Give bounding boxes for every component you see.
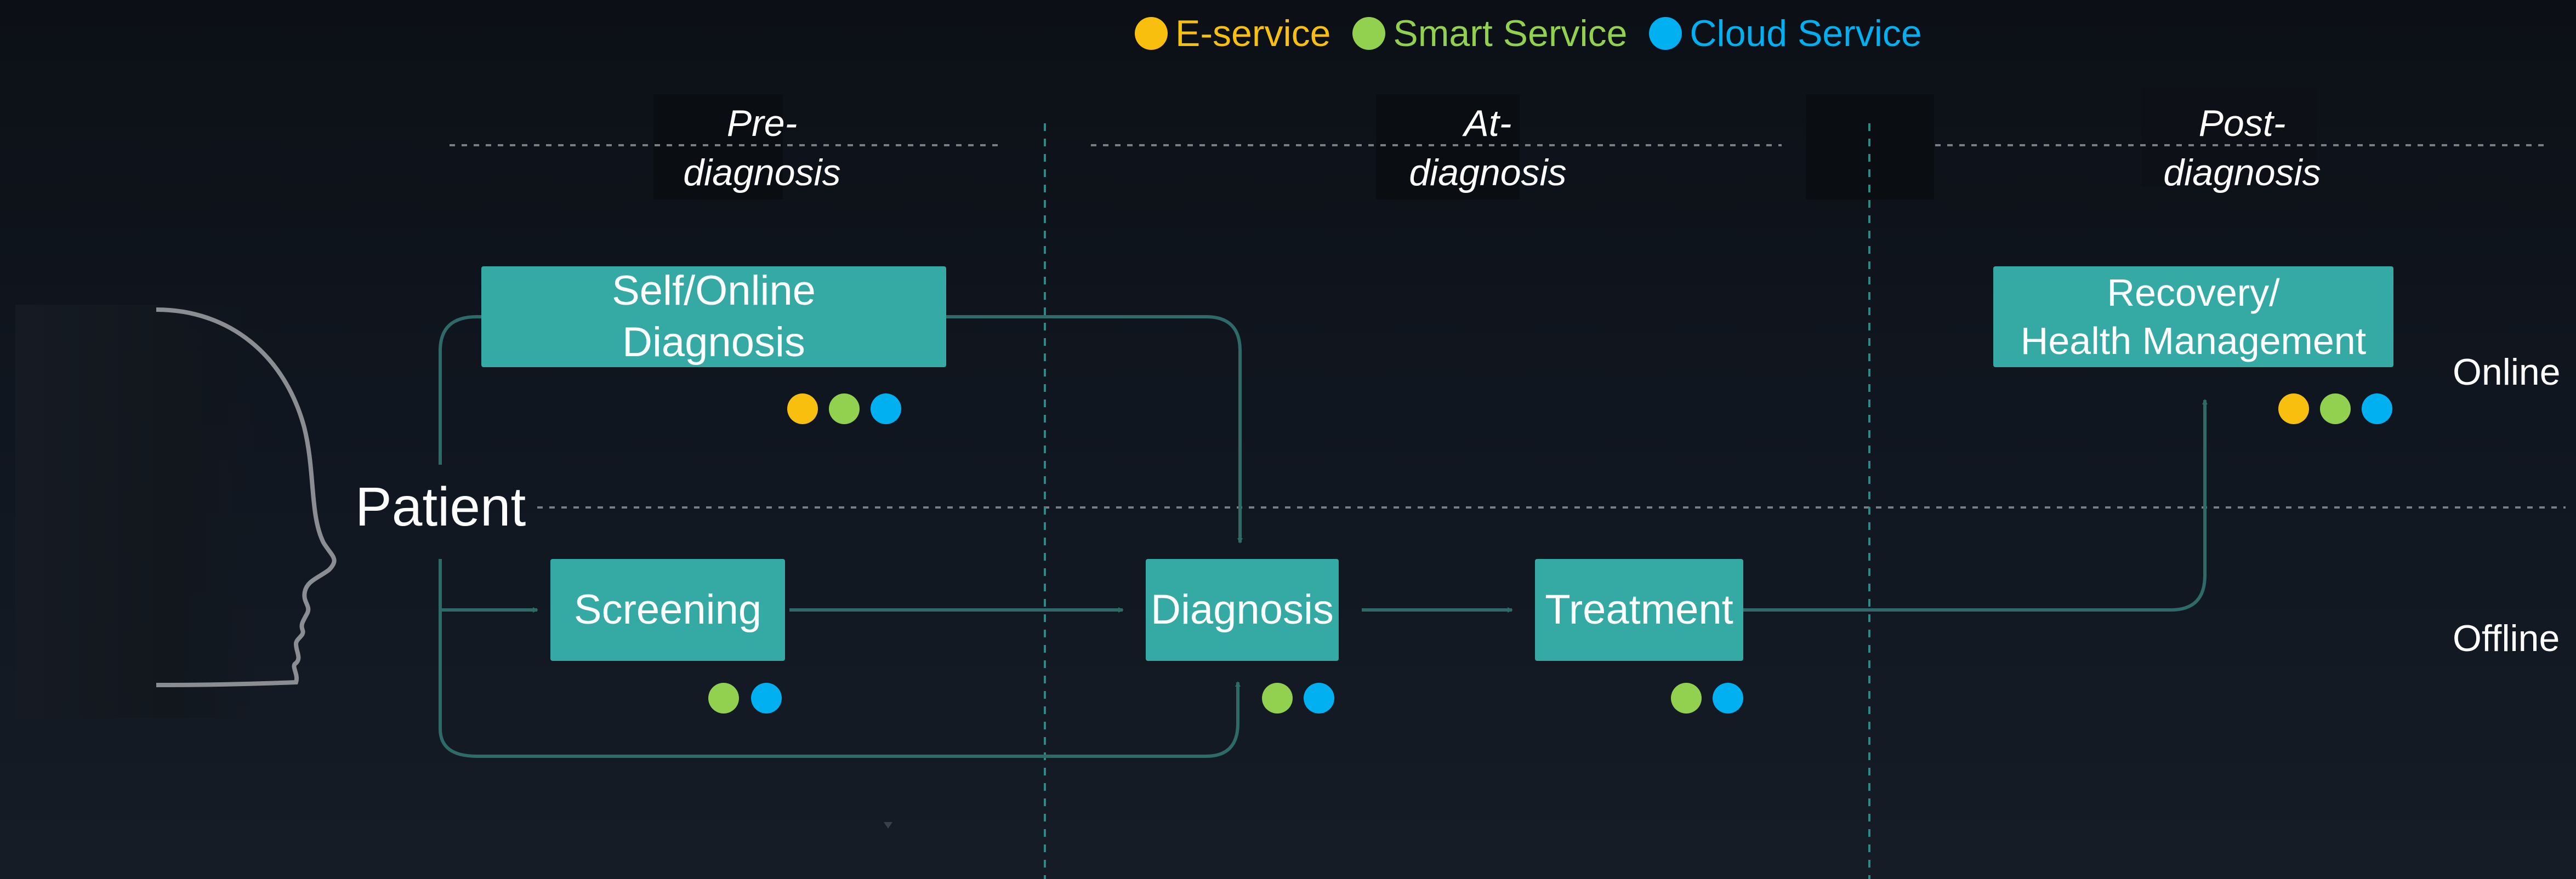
smart-service-dot-icon: [2320, 393, 2351, 424]
cloud-service-dot-icon: [871, 393, 901, 424]
head-panel: [15, 305, 273, 718]
treatment-to-recovery-connector: [1743, 399, 2208, 612]
small-triangle-mark: [884, 822, 892, 829]
legend-item-cloud-service: Cloud Service: [1649, 12, 1922, 55]
online-row-label: Online: [2453, 351, 2561, 393]
self-online-to-diagnosis-connector: [905, 315, 1243, 544]
patient-to-diagnosis-bottom-connector: [439, 610, 1241, 758]
smart-service-dot-icon: [708, 683, 739, 714]
legend-item-e-service: E-service: [1135, 12, 1330, 55]
treatment-box[interactable]: Treatment: [1535, 559, 1743, 661]
offline-row-label: Offline: [2453, 618, 2560, 659]
cloud-service-dot-icon: [1713, 683, 1743, 714]
e-service-dot-icon: [787, 393, 818, 424]
phase-tile-dark: [1806, 94, 1934, 199]
patient-to-screening-connector: [439, 559, 538, 613]
screening-box[interactable]: Screening: [550, 559, 785, 661]
patient-label: Patient: [355, 476, 526, 538]
smart-service-dot-icon: [1352, 17, 1386, 50]
legend-item-smart-service: Smart Service: [1352, 12, 1627, 55]
smart-service-dot-icon: [1671, 683, 1702, 714]
legend: E-service Smart Service Cloud Service: [1135, 10, 1944, 57]
phase-label-post-diagnosis: Post- diagnosis: [2163, 102, 2321, 193]
cloud-service-dot-icon: [1304, 683, 1334, 714]
recovery-health-management-box[interactable]: Recovery/ Health Management: [1993, 266, 2393, 367]
self-online-diagnosis-box[interactable]: Self/Online Diagnosis: [481, 266, 946, 367]
e-service-dot-icon: [2278, 393, 2309, 424]
phase-tile-pre: [653, 94, 783, 199]
smart-service-dot-icon: [829, 393, 860, 424]
phase-tile-post: [2141, 88, 2317, 186]
legend-label: Smart Service: [1393, 13, 1628, 54]
patient-to-self-online-connector: [439, 315, 482, 465]
phase-label-pre-diagnosis: Pre- diagnosis: [683, 102, 841, 193]
smart-service-dot-icon: [1262, 683, 1293, 714]
phase-tile-at: [1376, 94, 1520, 199]
head-outline-icon: [156, 307, 337, 687]
e-service-dot-icon: [1135, 17, 1168, 50]
legend-label: E-service: [1175, 13, 1331, 54]
cloud-service-dot-icon: [1649, 17, 1682, 50]
diagnosis-box[interactable]: Diagnosis: [1146, 559, 1339, 661]
cloud-service-dot-icon: [751, 683, 782, 714]
phase-label-at-diagnosis: At- diagnosis: [1409, 102, 1567, 193]
cloud-service-dot-icon: [2362, 393, 2392, 424]
legend-label: Cloud Service: [1690, 13, 1922, 54]
